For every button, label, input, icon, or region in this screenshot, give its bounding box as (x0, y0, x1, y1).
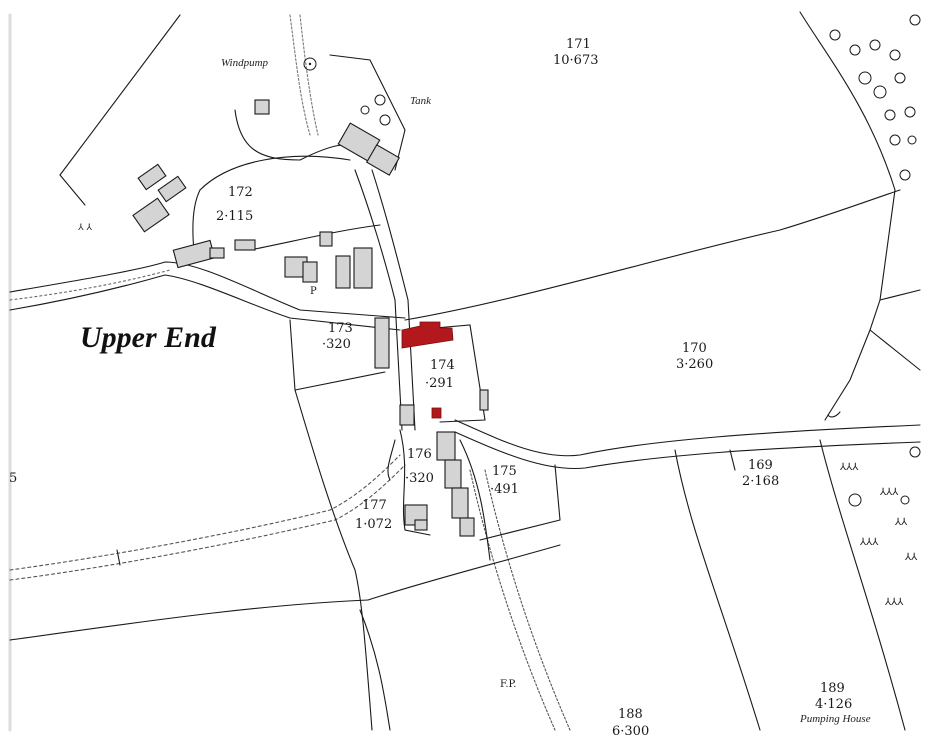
parcel-number: 189 (820, 681, 845, 696)
highlighted-building-main (401, 321, 454, 349)
parcel-area: ·320 (405, 471, 434, 486)
lane-west-edge (354, 169, 403, 431)
parcel-area: 3·260 (676, 357, 714, 372)
parcel-area: 4·126 (815, 697, 853, 712)
tank-label: Tank (410, 95, 431, 107)
footpath-label: F.P. (500, 679, 517, 690)
parcel-number: 173 (328, 321, 353, 336)
parcel-area: 1·072 (355, 517, 393, 532)
parcel-area: ·491 (490, 482, 519, 497)
svg-text:⅄⅄: ⅄⅄ (905, 552, 918, 563)
svg-text:⅄⅄⅄: ⅄⅄⅄ (860, 537, 879, 548)
scrub-marks: ⅄⅄⅄ ⅄⅄⅄ ⅄⅄⅄ ⅄⅄ ⅄⅄ ⅄⅄⅄ ⅄ ⅄ (77, 223, 918, 608)
road-lower-edge (9, 274, 401, 331)
parcel-number: 172 (228, 185, 253, 200)
parcel-number: 170 (682, 341, 707, 356)
pumping-house-label: Pumping House (800, 713, 871, 725)
parcel-number: 188 (618, 707, 643, 722)
svg-text:⅄ ⅄: ⅄ ⅄ (77, 223, 92, 233)
p-mark: P (310, 286, 317, 297)
highlighted-building-small (431, 407, 442, 419)
windpump-icon (303, 57, 317, 71)
parcel-area: 6·300 (612, 724, 650, 739)
parcel-area: 2·115 (216, 209, 254, 224)
svg-text:⅄⅄⅄: ⅄⅄⅄ (880, 487, 899, 498)
place-name-upper-end: Upper End (80, 321, 216, 354)
svg-text:⅄⅄: ⅄⅄ (895, 517, 908, 528)
parcel-number: 169 (748, 458, 773, 473)
tree-icons (360, 14, 921, 507)
parcel-number: 171 (566, 37, 591, 52)
parcel-area: 10·673 (553, 53, 599, 68)
road-upper-edge (9, 261, 406, 319)
parcel-number: 177 (362, 498, 387, 513)
margin-digit: 5 (9, 471, 18, 486)
parcel-number: 176 (407, 447, 432, 462)
parcel-area: ·291 (425, 376, 454, 391)
parcel-number: 174 (430, 358, 455, 373)
svg-text:⅄⅄⅄: ⅄⅄⅄ (840, 462, 859, 473)
parcel-area: ·320 (322, 337, 351, 352)
parcel-number: 175 (492, 464, 517, 479)
windpump-label: Windpump (221, 57, 269, 69)
svg-text:⅄⅄⅄: ⅄⅄⅄ (885, 597, 904, 608)
parcel-area: 2·168 (742, 474, 780, 489)
